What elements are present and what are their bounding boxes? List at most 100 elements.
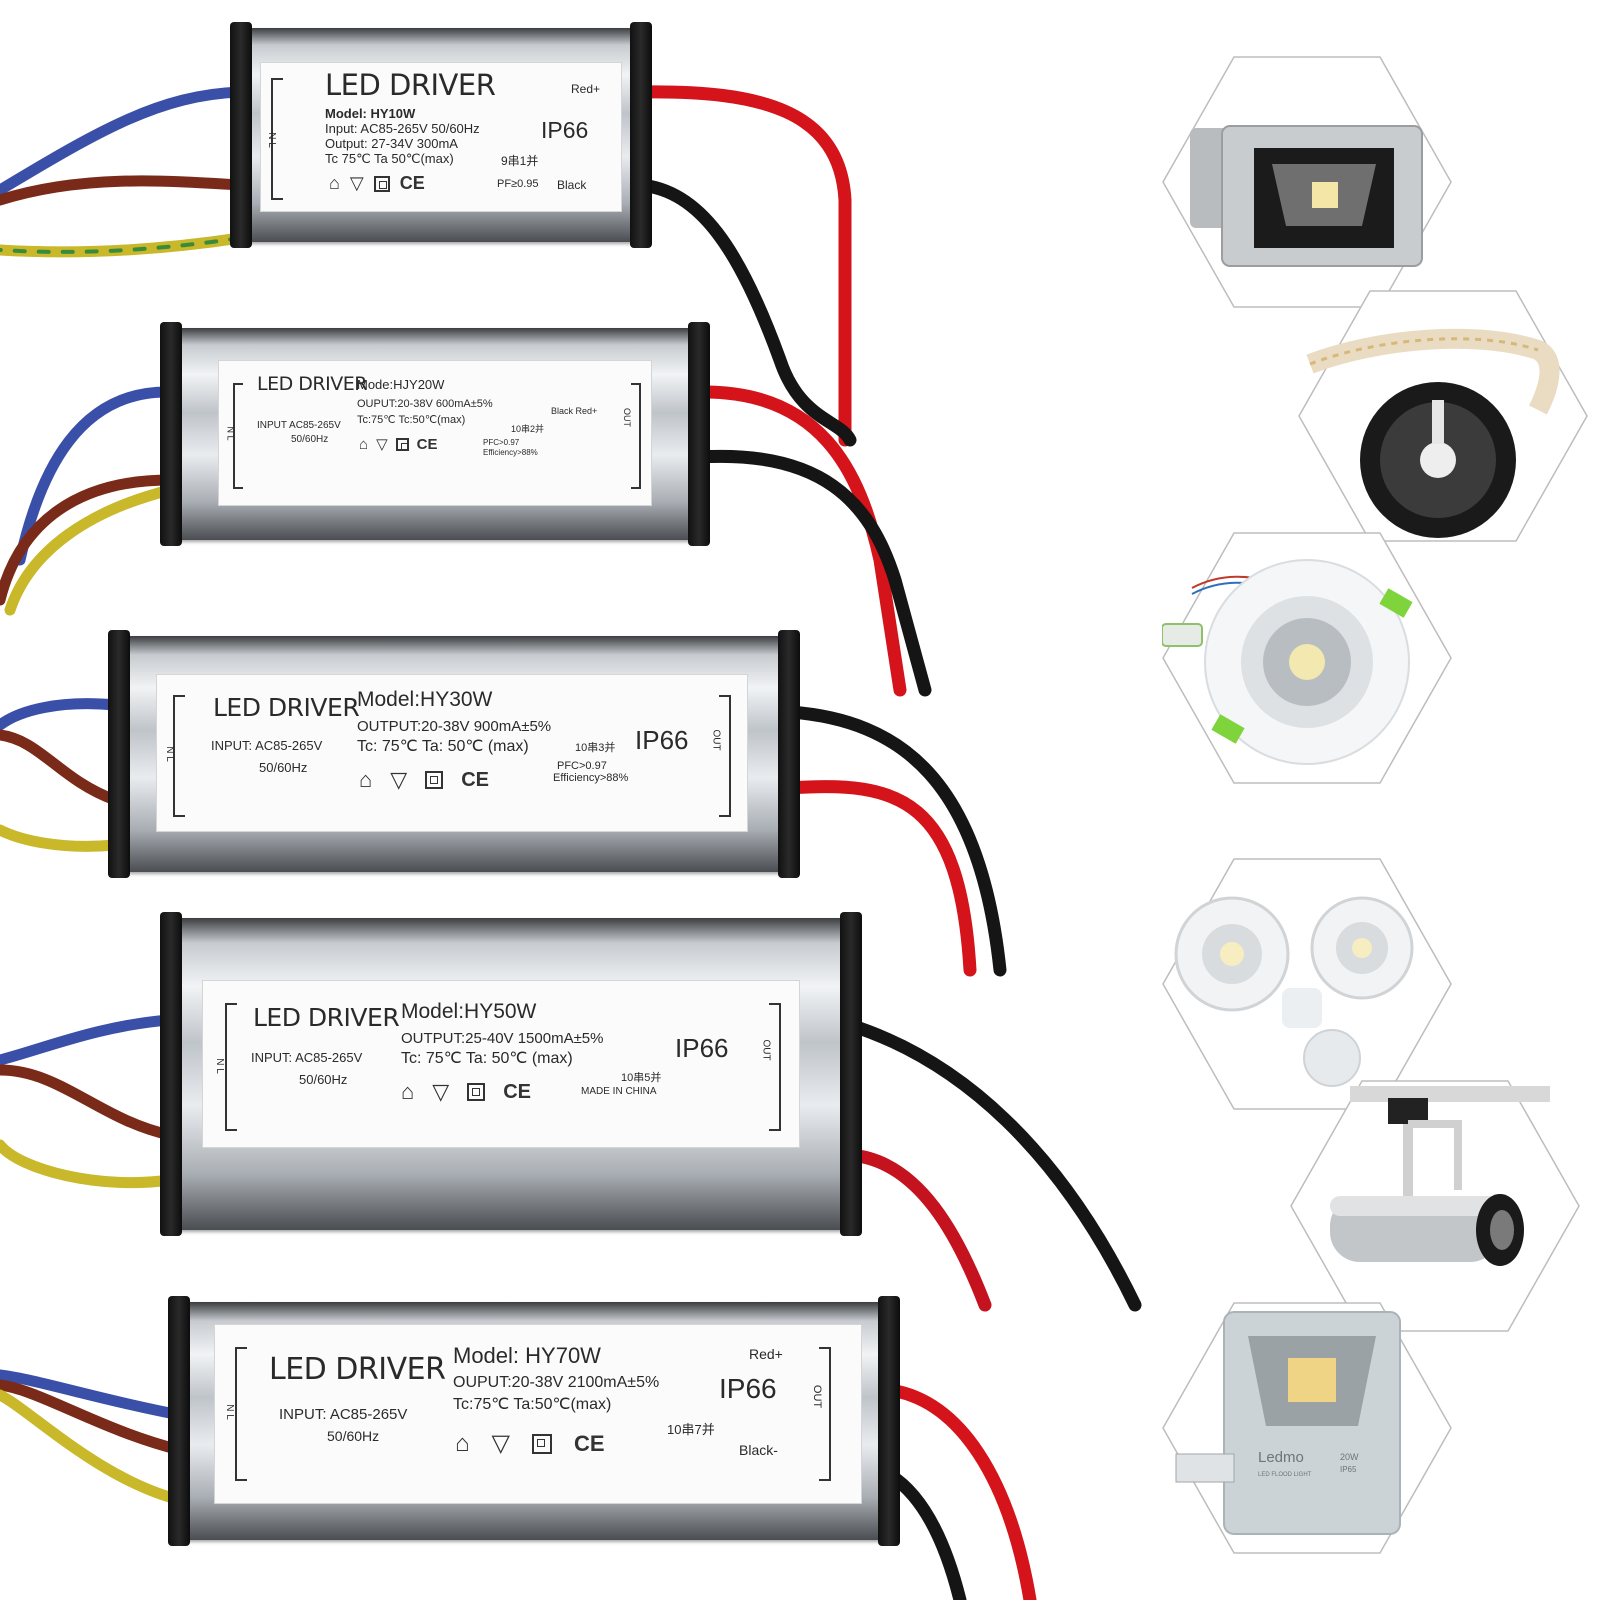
temps-text: Tc:75℃ Ta:50℃(max) (453, 1396, 612, 1413)
freq-text: 50/60Hz (299, 1072, 348, 1087)
cert-symbols: ⌂ ▽ CE (359, 435, 438, 454)
config-text: 10串5并 (621, 1072, 662, 1084)
ip-rating: IP66 (719, 1373, 777, 1404)
application-track-spotlight (1290, 1080, 1580, 1332)
ce-mark-icon: CE (416, 435, 438, 453)
freq-text: 50/60Hz (327, 1428, 380, 1444)
out-mark: OUT (622, 408, 632, 427)
indoor-use-icon: ⌂ (329, 173, 340, 193)
wire-blue-2 (14, 386, 176, 566)
pfc-text: PFC>0.97 (483, 438, 520, 447)
model-text: Model: HY10W (325, 106, 416, 121)
driver-label: N L LED DRIVER INPUT AC85-265V 50/60Hz M… (218, 360, 652, 506)
output-text: OUPUT:20-38V 2100mA±5% (453, 1374, 660, 1391)
double-insulation-icon (531, 1433, 552, 1454)
double-insulation-icon (467, 1083, 486, 1101)
driver-label: N L LED DRIVER INPUT: AC85-265V 50/60Hz … (156, 674, 748, 832)
indoor-use-icon: ⌂ (359, 435, 369, 453)
side-mark: N L (265, 132, 277, 148)
f-mark-icon: ▽ (349, 173, 364, 193)
led-driver-hy50w: N L LED DRIVER INPUT: AC85-265V 50/60Hz … (160, 912, 862, 1236)
application-twin-security-light (1162, 858, 1452, 1110)
indoor-use-icon: ⌂ (359, 767, 373, 792)
led-driver-hy30w: N L LED DRIVER INPUT: AC85-265V 50/60Hz … (108, 630, 800, 878)
side-mark: N L (223, 1404, 235, 1420)
wire-yellow-3 (0, 824, 121, 852)
input-text: INPUT: AC85-265V (251, 1050, 363, 1065)
config-text: 10串7并 (667, 1422, 715, 1437)
black-red-label: Black Red+ (551, 406, 598, 416)
input-text: INPUT AC85-265V (257, 420, 341, 431)
output-text: OUPUT:20-38V 600mA±5% (357, 398, 493, 410)
model-text: Mode:HJY20W (357, 377, 445, 392)
application-flood-light (1162, 56, 1452, 308)
driver-title: LED DRIVER (213, 693, 360, 722)
driver-title: LED DRIVER (269, 1352, 446, 1387)
f-mark-icon: ▽ (432, 1079, 450, 1104)
temps-text: Tc: 75℃ Ta: 50℃ (max) (401, 1050, 573, 1067)
wire-blue-5 (0, 1369, 186, 1421)
efficiency-text: Efficiency>88% (483, 448, 538, 457)
f-mark-icon: ▽ (491, 1430, 510, 1457)
cert-symbols: ⌂ ▽ CE (359, 767, 489, 793)
efficiency-text: Efficiency>88% (553, 772, 629, 784)
model-text: Model:HY30W (357, 688, 493, 711)
red-label: Red+ (571, 82, 601, 96)
red-label: Red+ (749, 1346, 783, 1362)
ip-rating: IP66 (541, 117, 589, 143)
pf-text: PF≥0.95 (497, 178, 539, 190)
wire-yellow-2 (4, 484, 176, 616)
made-in-text: MADE IN CHINA (581, 1086, 657, 1097)
out-mark: OUT (710, 729, 722, 751)
f-mark-icon: ▽ (390, 767, 408, 792)
ledmo-watt: 20W (1340, 1452, 1359, 1462)
driver-label: N L LED DRIVER Model: HY10W Input: AC85-… (260, 62, 622, 212)
input-text: Input: AC85-265V 50/60Hz (325, 121, 480, 136)
application-downlight (1161, 532, 1452, 784)
temps-text: Tc 75℃ Ta 50℃(max) (325, 151, 454, 166)
black-label: Black (557, 178, 587, 192)
indoor-use-icon: ⌂ (455, 1429, 470, 1457)
out-mark: OUT (811, 1384, 824, 1409)
wire-black-5 (883, 1468, 967, 1600)
cert-symbols: ⌂ ▽ CE (455, 1429, 605, 1458)
config-text: 9串1并 (501, 154, 539, 168)
output-text: OUTPUT:20-38V 900mA±5% (357, 718, 552, 735)
wire-black-4 (843, 1018, 1142, 1312)
wire-brown-1 (0, 175, 246, 206)
wire-red-3 (783, 780, 977, 977)
ce-mark-icon: CE (573, 1430, 605, 1456)
wire-blue-4 (0, 1014, 176, 1066)
driver-title: LED DRIVER (325, 68, 496, 102)
cert-symbols: ⌂ ▽ CE (329, 173, 425, 194)
wire-red-4 (843, 1148, 992, 1312)
ce-mark-icon: CE (503, 1080, 532, 1103)
led-driver-hjy20w: N L LED DRIVER INPUT AC85-265V 50/60Hz M… (160, 322, 710, 546)
ledmo-brand: Ledmo (1258, 1449, 1304, 1466)
led-driver-hy10w: N L LED DRIVER Model: HY10W Input: AC85-… (230, 22, 652, 248)
ip-rating: IP66 (635, 725, 689, 755)
ce-mark-icon: CE (399, 173, 425, 193)
led-driver-hy70w: N L LED DRIVER INPUT: AC85-265V 50/60Hz … (168, 1296, 900, 1546)
ledmo-small-text: LED FLOOD LIGHT (1258, 1472, 1312, 1478)
temps-text: Tc: 75℃ Ta: 50℃ (max) (357, 738, 529, 755)
side-mark: N L (213, 1058, 225, 1074)
side-mark: N L (225, 426, 236, 441)
double-insulation-icon (373, 175, 390, 192)
freq-text: 50/60Hz (259, 760, 308, 775)
ce-mark-icon: CE (461, 768, 490, 791)
config-text: 10串3并 (575, 742, 616, 754)
model-text: Model: HY70W (453, 1343, 601, 1368)
double-insulation-icon (425, 771, 444, 789)
f-mark-icon: ▽ (376, 436, 388, 453)
application-led-strip-reel (1298, 290, 1588, 542)
wire-brown-5 (0, 1379, 186, 1456)
driver-title: LED DRIVER (253, 1003, 400, 1032)
wire-brown-2 (0, 474, 176, 606)
wire-black-2 (693, 449, 932, 697)
indoor-use-icon: ⌂ (401, 1079, 415, 1104)
side-mark: N L (163, 746, 175, 762)
out-mark: OUT (760, 1039, 772, 1061)
output-text: Output: 27-34V 300mA (325, 136, 458, 151)
wire-black-1 (633, 178, 857, 447)
